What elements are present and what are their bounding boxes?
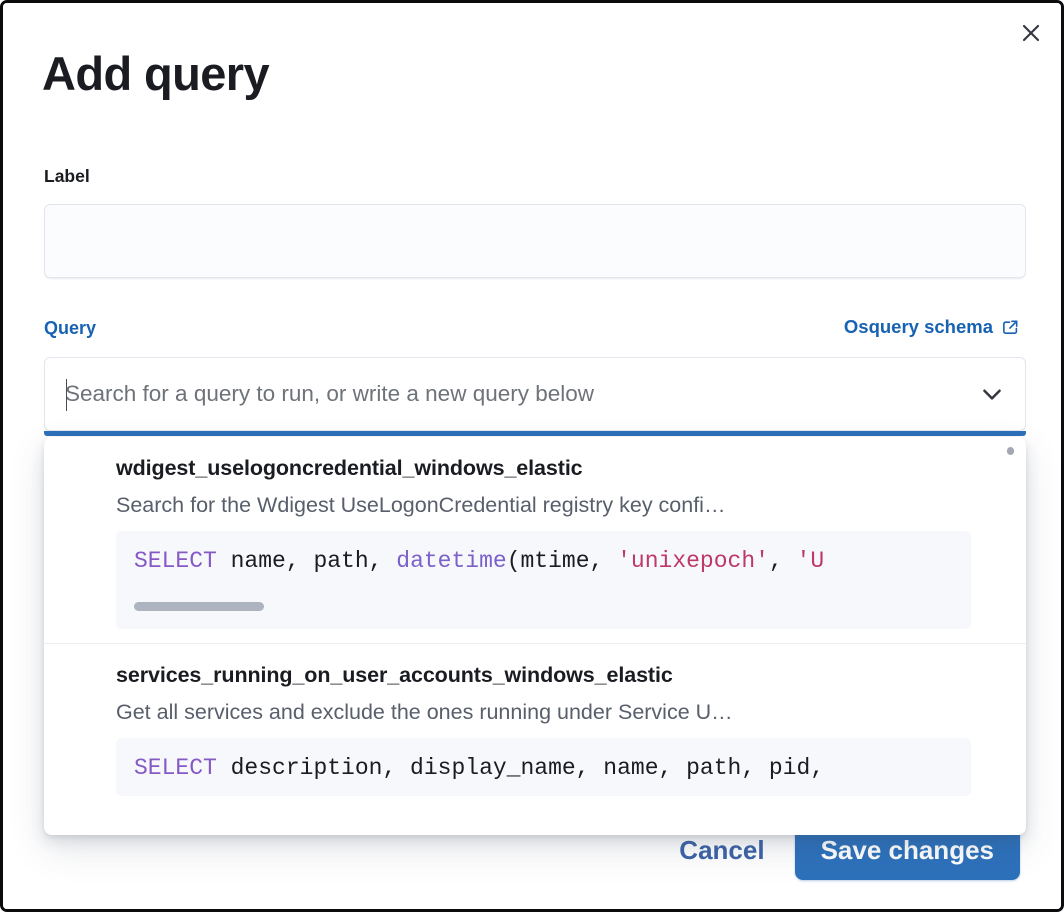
external-link-icon: [1001, 318, 1020, 337]
close-button[interactable]: [1013, 15, 1049, 51]
query-option-code: SELECT description, display_name, name, …: [116, 738, 971, 796]
query-option-title: services_running_on_user_accounts_window…: [116, 663, 673, 687]
page-title: Add query: [42, 47, 270, 100]
osquery-schema-link[interactable]: Osquery schema: [844, 316, 1020, 338]
code-horizontal-scrollbar[interactable]: [134, 602, 264, 611]
query-field-label: Query: [44, 318, 97, 338]
code-line: SELECT name, path, datetime(mtime, 'unix…: [134, 548, 825, 574]
osquery-schema-link-label: Osquery schema: [843, 316, 993, 337]
query-option-title: wdigest_uselogoncredential_windows_elast…: [116, 456, 583, 480]
label-input[interactable]: [44, 204, 1026, 278]
query-option-code: SELECT name, path, datetime(mtime, 'unix…: [116, 531, 971, 629]
query-search-combobox[interactable]: Search for a query to run, or write a ne…: [44, 357, 1026, 431]
text-caret: [66, 379, 67, 411]
query-results-dropdown[interactable]: wdigest_uselogoncredential_windows_elast…: [44, 437, 1026, 835]
code-line: SELECT description, display_name, name, …: [134, 755, 825, 781]
list-item[interactable]: wdigest_uselogoncredential_windows_elast…: [44, 437, 1026, 643]
add-query-modal: Add query Label Query Osquery schema Sea…: [3, 3, 1061, 909]
dropdown-scrollbar[interactable]: [1007, 447, 1014, 455]
cancel-button[interactable]: Cancel: [661, 825, 782, 875]
close-icon: [1019, 21, 1043, 45]
combobox-focus-bar: [44, 431, 1026, 436]
query-search-placeholder: Search for a query to run, or write a ne…: [65, 381, 595, 406]
query-option-description: Search for the Wdigest UseLogonCredentia…: [116, 493, 726, 517]
chevron-down-icon[interactable]: [977, 379, 1007, 409]
label-field-label: Label: [44, 166, 90, 186]
query-option-description: Get all services and exclude the ones ru…: [116, 700, 733, 724]
list-item[interactable]: services_running_on_user_accounts_window…: [44, 643, 1026, 810]
